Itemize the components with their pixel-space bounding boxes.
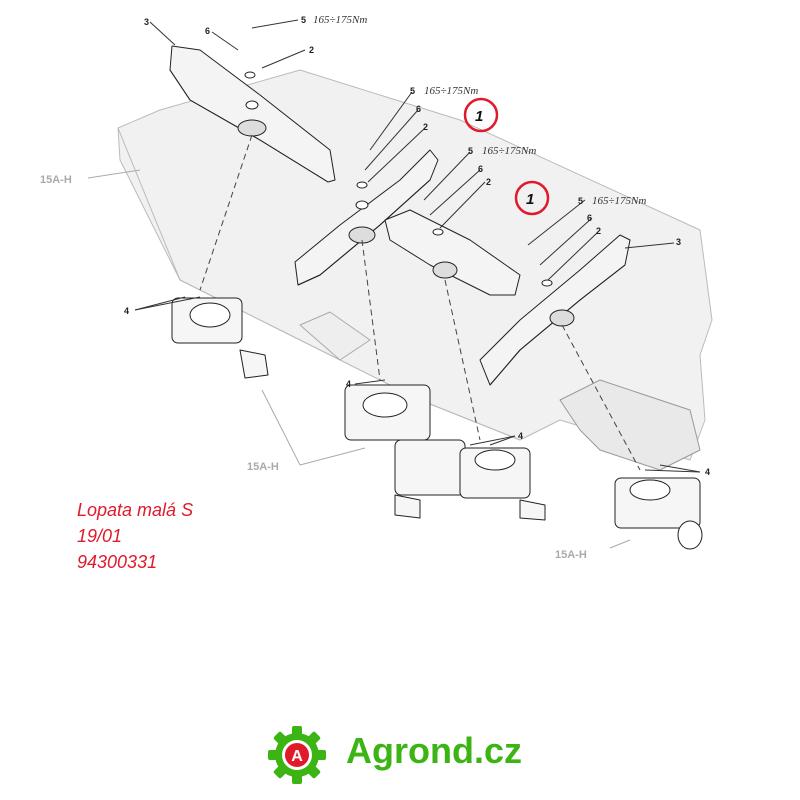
blade-middle <box>294 149 439 286</box>
label-4-mid2: 4 <box>518 431 523 441</box>
gearbox-1 <box>171 297 269 379</box>
caption-date: 19/01 <box>77 526 123 546</box>
gearbox-4 <box>614 477 703 550</box>
label-5-right: 5 <box>578 196 583 206</box>
label-6-mid: 6 <box>416 104 421 114</box>
torque-top: 165÷175Nm <box>313 14 367 26</box>
gearbox-3 <box>459 447 546 521</box>
agrond-logo: A Agrond.cz <box>266 724 566 788</box>
ref-15a-h-mid: 15A-H <box>247 461 279 473</box>
torque-right: 165÷175Nm <box>592 195 646 207</box>
label-3-top: 3 <box>144 17 149 27</box>
callout-circle-1a <box>463 97 499 133</box>
gearbox-2 <box>344 384 466 519</box>
gear-icon: A <box>268 726 326 784</box>
blade-right-middle <box>384 209 521 296</box>
frame-rail <box>117 127 521 441</box>
label-2-right: 2 <box>596 226 601 236</box>
callout-label-1a: 1 <box>475 108 483 125</box>
logo-text: Agrond.cz <box>346 730 522 771</box>
shield <box>559 379 701 471</box>
part-caption: Lopata malá S 19/01 94300331 <box>77 497 193 575</box>
label-3-right: 3 <box>676 237 681 247</box>
callout-label-1b: 1 <box>526 191 534 208</box>
ref-15a-h-left: 15A-H <box>40 174 72 186</box>
label-6-top: 6 <box>205 26 210 36</box>
label-5-mid2: 5 <box>468 146 473 156</box>
label-4-mid: 4 <box>346 379 351 389</box>
torque-mid: 165÷175Nm <box>424 85 478 97</box>
label-6-mid2: 6 <box>478 164 483 174</box>
label-5-mid: 5 <box>410 86 415 96</box>
caption-part-number: 94300331 <box>77 552 158 572</box>
label-4-right: 4 <box>705 467 710 477</box>
label-2-top: 2 <box>309 45 314 55</box>
label-6-right: 6 <box>587 213 592 223</box>
callout-circle-1b <box>514 180 550 216</box>
label-2-mid: 2 <box>423 122 428 132</box>
caption-title: Lopata malá S <box>77 500 194 520</box>
blade-top-left <box>169 45 336 183</box>
label-4-left: 4 <box>124 306 129 316</box>
torque-mid2: 165÷175Nm <box>482 145 536 157</box>
ref-15a-h-right: 15A-H <box>555 549 587 561</box>
blade-right <box>479 234 631 386</box>
logo-badge-letter: A <box>291 748 303 765</box>
label-2-mid2: 2 <box>486 177 491 187</box>
label-5-top: 5 <box>301 15 306 25</box>
